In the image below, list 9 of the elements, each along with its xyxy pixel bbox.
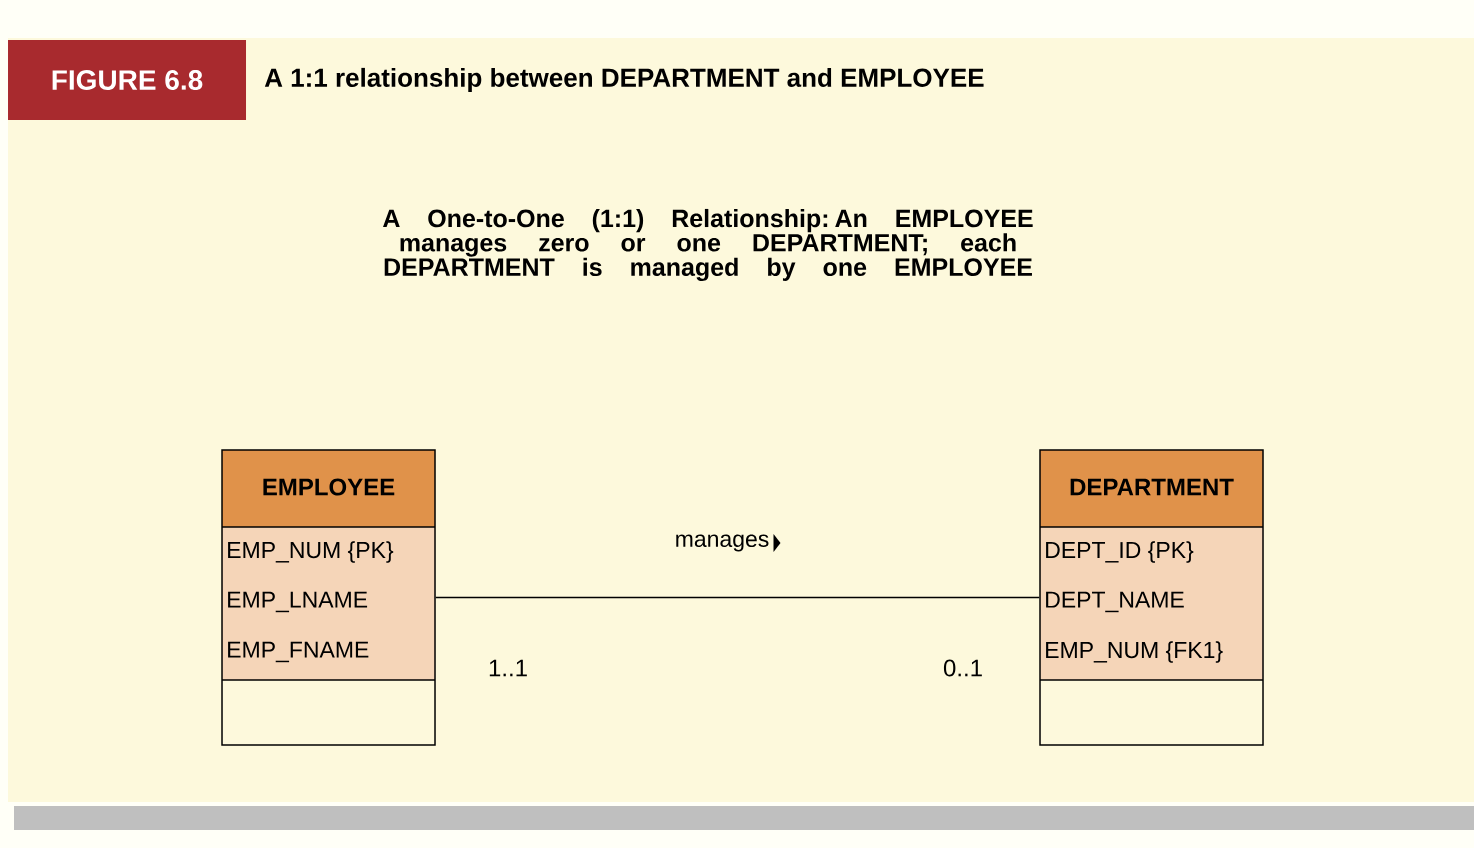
figure-title: A 1:1 relationship between DEPARTMENT and EMPLOYEE [264,67,984,93]
relationship-line [435,596,1040,599]
description: A One-to-One (1:1) Relationship: An EMPLOYEE manages zero or one DEPARTMENT; each DEPARTMENT is managed by one EMPLOYEE [383,208,1033,282]
entity-table: EMPLOYEE EMP_NUM {PK} EMP_LNAME EMP_FNAME [221,449,436,746]
multiplicity: 1..1 [489,659,527,677]
edge-label: manages [676,534,781,552]
entity-table: DEPARTMENT DEPT_ID {PK} DEPT_NAME EMP_NUM {FK1} [1039,449,1264,746]
figure-number-box: FIGURE 6.8 [8,40,246,120]
multiplicity: 0..1 [943,659,982,677]
